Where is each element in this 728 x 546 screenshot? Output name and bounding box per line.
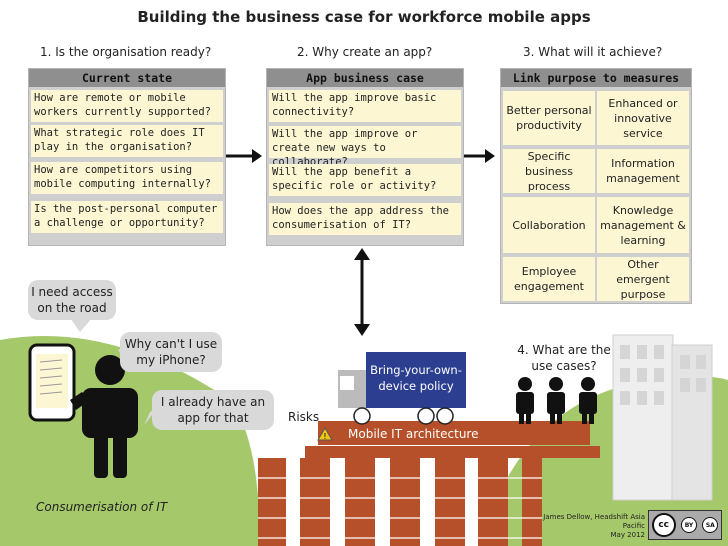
- credit-text: James Dellow, Headshift Asia Pacific May…: [520, 513, 645, 540]
- svg-text:!: !: [323, 432, 326, 441]
- speech-bubble-iphone: Why can't I use my iPhone?: [120, 332, 222, 372]
- use-case-people: [516, 377, 597, 424]
- current-state-item: What strategic role does IT play in the …: [31, 125, 223, 157]
- use-cases-heading: 4. What are the use cases?: [517, 343, 611, 373]
- consumerisation-caption: Consumerisation of IT: [36, 500, 168, 514]
- office-building: [612, 334, 713, 501]
- current-state-item: How are remote or mobile workers current…: [31, 90, 223, 122]
- by-icon: BY: [680, 517, 697, 533]
- arrow-right-2: [464, 149, 495, 163]
- arrow-right-1: [226, 149, 262, 163]
- measure-cell: Specific business process: [503, 149, 595, 193]
- business-case-item: How does the app address the consumerisa…: [269, 203, 461, 235]
- speech-bubble-access: I need access on the road: [28, 280, 116, 320]
- brick-lines: [258, 477, 542, 539]
- section-3-heading: 3. What will it achieve?: [523, 45, 663, 59]
- current-state-header: Current state: [29, 69, 225, 87]
- business-case-item: Will the app improve basic connectivity?: [269, 90, 461, 122]
- truck-icon: [338, 352, 466, 425]
- page-title: Building the business case for workforce…: [137, 8, 591, 26]
- current-state-item: Is the post-personal computer a challeng…: [31, 201, 223, 233]
- architecture-label: Mobile IT architecture: [348, 427, 479, 441]
- double-arrow-icon: [354, 248, 370, 336]
- section-1-heading: 1. Is the organisation ready?: [40, 45, 212, 59]
- byod-label: Bring-your-own-device policy: [370, 363, 462, 393]
- phone-icon: [28, 343, 76, 422]
- cc-icon: cc: [651, 513, 676, 537]
- credit-date: May 2012: [610, 531, 645, 539]
- business-case-panel: App business case Will the app improve b…: [266, 68, 464, 246]
- warning-icon: [317, 427, 333, 441]
- bridge-deck: [318, 421, 590, 445]
- business-case-item: Will the app benefit a specific role or …: [269, 164, 461, 196]
- section-2-heading: 2. Why create an app?: [297, 45, 433, 59]
- business-case-header: App business case: [267, 69, 463, 87]
- measures-panel: Link purpose to measures Better personal…: [500, 68, 692, 304]
- measure-cell: Better personal productivity: [503, 91, 595, 145]
- credit-author: James Dellow, Headshift Asia Pacific: [543, 513, 645, 530]
- measures-header: Link purpose to measures: [501, 69, 691, 87]
- measure-cell: Enhanced or innovative service: [597, 91, 689, 145]
- license-badge[interactable]: cc BY SA: [648, 510, 722, 540]
- measure-cell: Information management: [597, 149, 689, 193]
- brick-pillars: [258, 458, 542, 546]
- speech-bubble-app: I already have an app for that: [152, 390, 274, 430]
- current-state-panel: Current state How are remote or mobile w…: [28, 68, 226, 246]
- risks-label: Risks: [288, 410, 320, 424]
- business-case-item: Will the app improve or create new ways …: [269, 126, 461, 168]
- measure-cell: Collaboration: [503, 197, 595, 253]
- measure-cell: Employee engagement: [503, 257, 595, 301]
- measure-cell: Knowledge management & learning: [597, 197, 689, 253]
- worker-figure: [70, 355, 138, 478]
- current-state-item: How are competitors using mobile computi…: [31, 162, 223, 194]
- measure-cell: Other emergent purpose: [597, 257, 689, 301]
- sa-icon: SA: [702, 517, 719, 533]
